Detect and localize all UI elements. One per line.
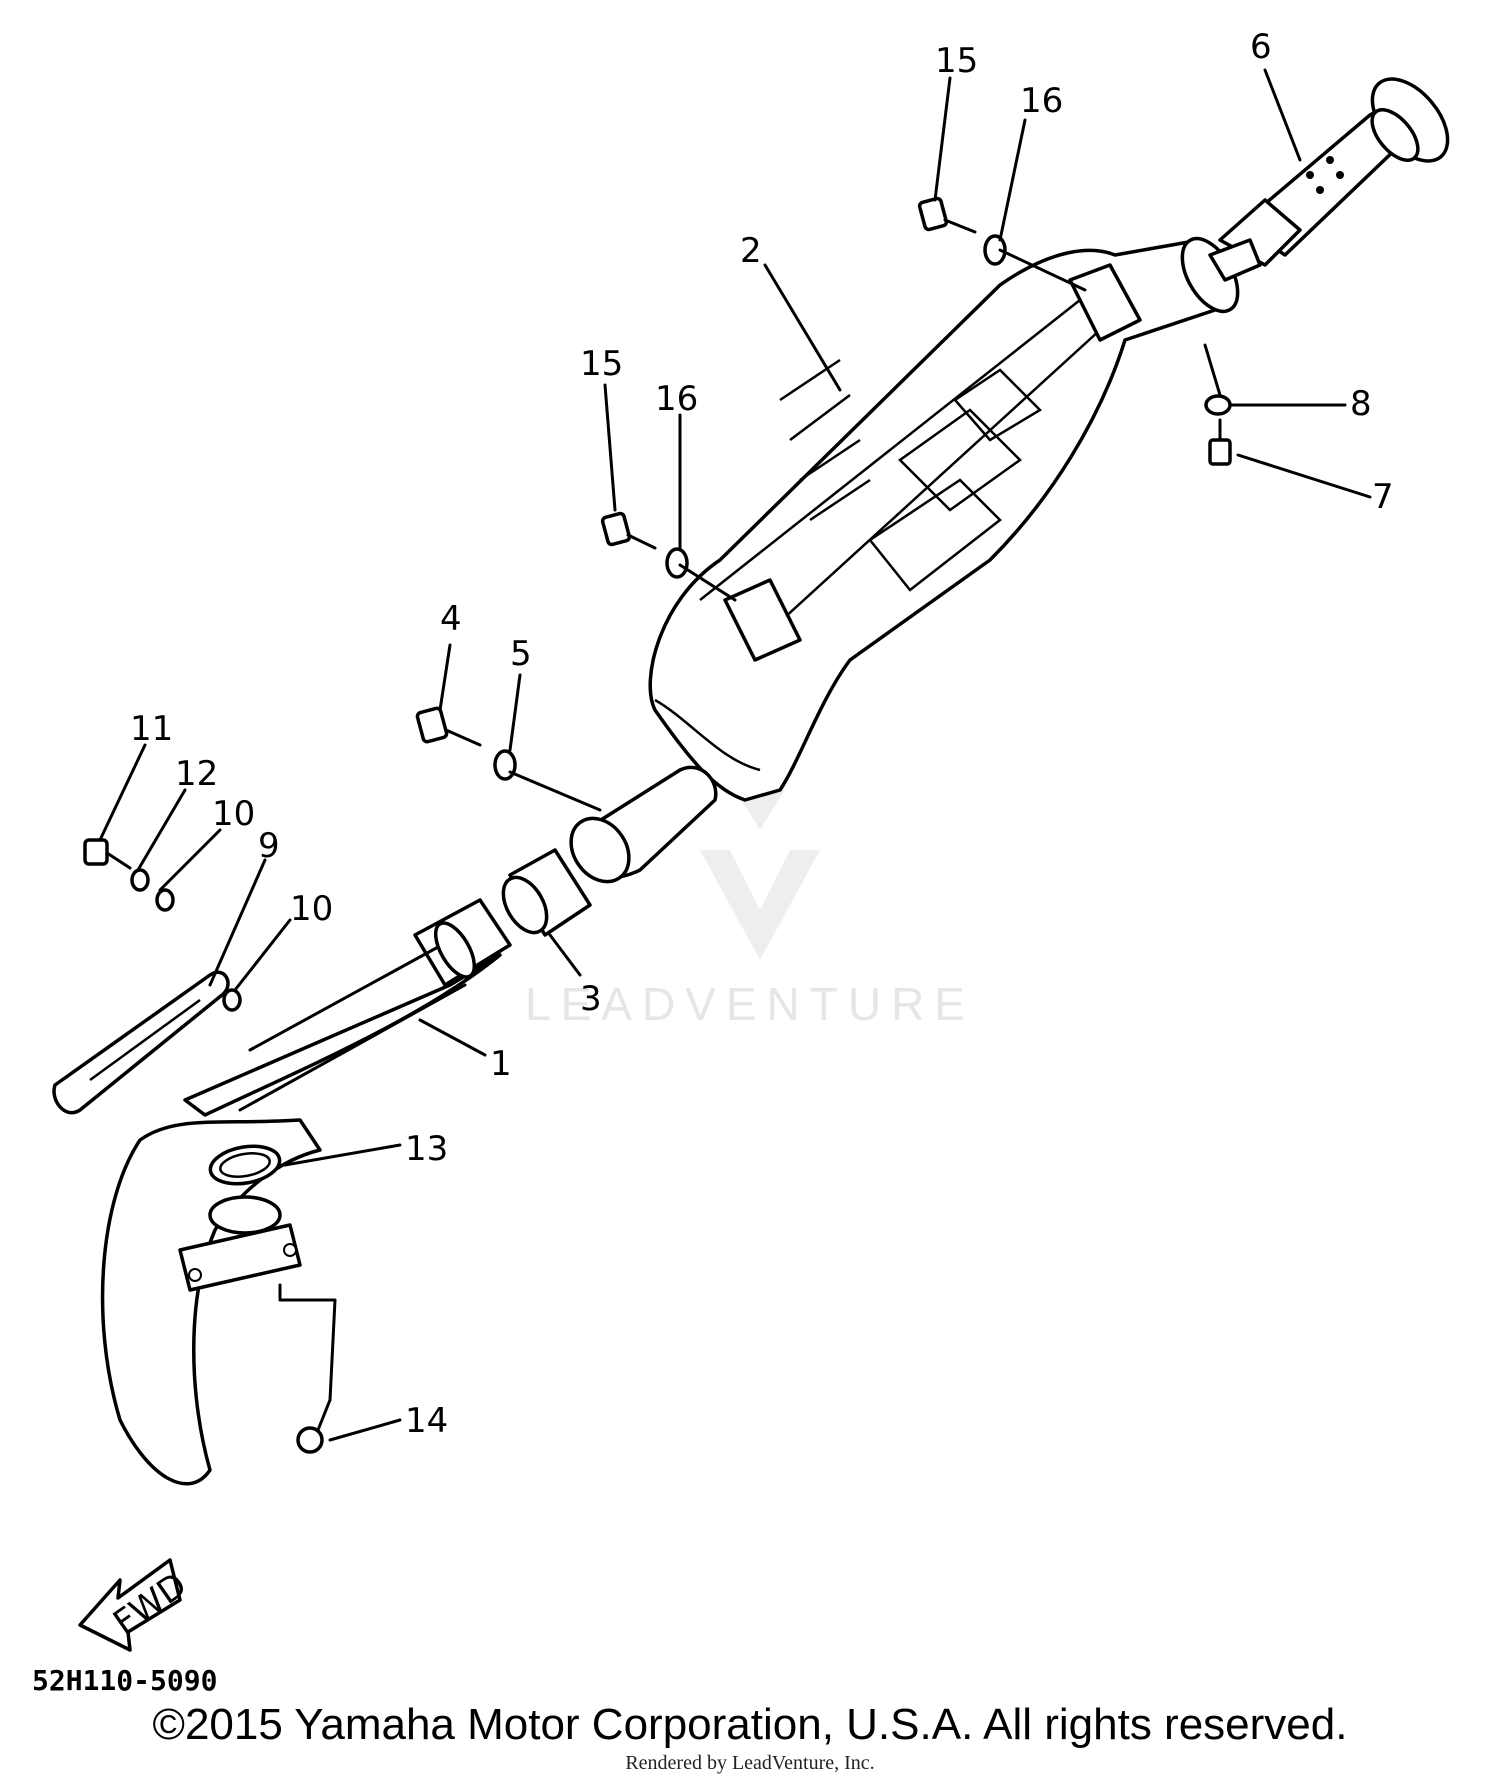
- callout-15b: 15: [580, 344, 623, 384]
- bolt-14: [296, 1398, 332, 1454]
- washer-12: [130, 868, 150, 892]
- callout-labels: 15 16 6 2 15 16 8 7 4 5 11 12 10 9 10 3 …: [130, 27, 1394, 1441]
- callout-5: 5: [510, 634, 532, 674]
- washer-16-upper: [983, 234, 1007, 266]
- bolt-15-lower: [600, 511, 657, 550]
- fwd-arrow: FWD: [78, 1558, 194, 1652]
- protector-plate: [52, 970, 230, 1115]
- exhaust-flange: [178, 1195, 302, 1292]
- callout-10b: 10: [290, 889, 333, 929]
- collar-10-lower: [222, 988, 242, 1012]
- callout-13: 13: [405, 1129, 448, 1169]
- watermark-text: LEADVENTURE: [525, 978, 975, 1030]
- callout-1: 1: [490, 1044, 512, 1084]
- rendered-by-credit: Rendered by LeadVenture, Inc.: [625, 1752, 875, 1774]
- collar-10-upper: [155, 888, 175, 912]
- bolt-11: [83, 838, 132, 870]
- copyright-notice: ©2015 Yamaha Motor Corporation, U.S.A. A…: [152, 1700, 1348, 1749]
- watermark-logo: LEADVENTURE: [525, 790, 975, 1030]
- callout-4: 4: [440, 599, 462, 639]
- washer-16-lower: [665, 547, 689, 579]
- callout-2: 2: [740, 231, 762, 271]
- bolt-4: [415, 706, 482, 747]
- callout-12: 12: [175, 754, 218, 794]
- washer-5: [493, 749, 517, 781]
- bolt-15-upper: [917, 196, 977, 234]
- washer-8: [1204, 394, 1232, 416]
- callout-14: 14: [405, 1401, 448, 1441]
- exhaust-pipe: [100, 898, 512, 1486]
- muffler-body: [569, 236, 1240, 884]
- bolt-7: [1208, 418, 1232, 466]
- callout-11: 11: [130, 709, 173, 749]
- gasket: [208, 1144, 282, 1186]
- callout-8: 8: [1350, 384, 1372, 424]
- callout-3: 3: [580, 979, 602, 1019]
- callout-9: 9: [258, 826, 280, 866]
- callout-7: 7: [1372, 477, 1394, 517]
- callout-6: 6: [1250, 27, 1272, 67]
- callout-10a: 10: [212, 794, 255, 834]
- drawing-code: 52H110-5090: [32, 1664, 217, 1697]
- spark-arrester: [1208, 77, 1450, 282]
- callout-16a: 16: [1020, 81, 1063, 121]
- joint-sleeve: [501, 848, 592, 937]
- leader-lines: [98, 68, 1372, 1442]
- callout-15a: 15: [935, 41, 978, 81]
- callout-16b: 16: [655, 379, 698, 419]
